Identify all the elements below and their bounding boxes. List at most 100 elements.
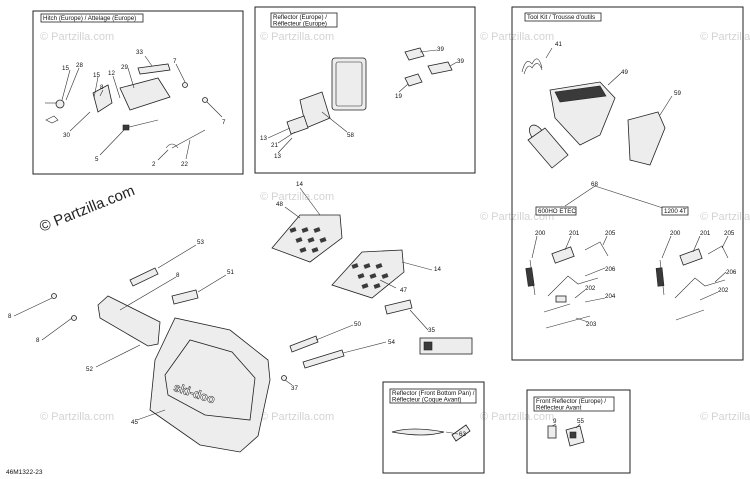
spark-plug-socket — [679, 248, 703, 266]
toolkit-callout: 205 — [724, 230, 735, 237]
footrest-plate — [331, 249, 405, 299]
toolkit-callout: 200 — [535, 230, 546, 237]
watermark-text: © Partzilla.com — [480, 211, 554, 223]
reflector-callout: 19 — [395, 93, 402, 100]
watermark-text: © Partzilla.com — [40, 411, 114, 423]
main-callout: 51 — [227, 269, 234, 276]
watermark-text: © Partzilla.com — [700, 411, 750, 423]
hitch-callout: 30 — [63, 132, 70, 139]
hitch-bracket — [92, 84, 113, 113]
reflector-plate — [331, 57, 367, 111]
reflector-panel-subtitle: Réflecteur (Europe) — [273, 21, 327, 28]
reflector-strip — [384, 299, 413, 315]
toolkit-callout: 205 — [605, 230, 616, 237]
pliers — [674, 277, 726, 299]
watermark-text: © Partzilla.com — [480, 411, 554, 423]
reflector-callout: 39 — [437, 46, 444, 53]
reflector-strip — [451, 424, 471, 442]
watermark-text: © Partzilla.com — [260, 411, 334, 423]
hex-key — [584, 241, 609, 257]
toolkit-callout: 203 — [586, 321, 597, 328]
toolkit-callout: 204 — [605, 293, 616, 300]
hitch-callout: 12 — [108, 70, 115, 77]
front-reflector-callout: 9 — [553, 418, 557, 425]
footrest-plate — [271, 214, 343, 263]
hex-key — [707, 245, 729, 259]
reflector-panel-title: Reflector (Europe) / — [273, 14, 327, 21]
front-bottom-reflector-panel: Reflector (Front Bottom Pan) / Réflecteu… — [382, 381, 485, 474]
reflector-callout: 21 — [271, 142, 278, 149]
reflector-callout: 13 — [260, 135, 267, 142]
reflector-callout: 58 — [347, 132, 354, 139]
spark-plug-socket — [551, 246, 575, 264]
main-assembly: ski-doo 14 48 14 47 53 8 5 — [8, 181, 473, 453]
toolkit-callout: 41 — [555, 41, 562, 48]
reflector-sticker — [427, 61, 453, 75]
main-callout: 47 — [400, 287, 407, 294]
toolkit-callout: 200 — [670, 230, 681, 237]
main-callout: 37 — [291, 385, 298, 392]
reflector-mount — [286, 115, 309, 135]
toolkit-callout: 206 — [605, 266, 616, 273]
main-callout: 35 — [428, 327, 435, 334]
pliers — [547, 275, 599, 297]
toolkit-panel: Tool Kit / Trousse d'outils 41 49 59 68 … — [511, 6, 744, 361]
main-callout: 54 — [388, 339, 395, 346]
hitch-panel: Hitch (Europe) / Attelage (Europe) 15 28… — [32, 10, 244, 175]
tool-bag-cover — [627, 111, 666, 166]
hitch-panel-title: Hitch (Europe) / Attelage (Europe) — [43, 15, 136, 22]
toolkit-callout: 206 — [726, 269, 737, 276]
watermark-text: © Partzilla.com — [480, 31, 554, 43]
reflector-panel: Reflector (Europe) / Réflecteur (Europe)… — [254, 6, 476, 174]
front-reflector-panel-title: Front Reflector (Europe) / — [536, 398, 606, 405]
watermark-text: © Partzilla.com — [700, 31, 750, 43]
toolkit-callout: 202 — [585, 285, 596, 292]
toolkit-strap — [521, 58, 543, 73]
wrench — [675, 309, 705, 321]
main-callout: 52 — [86, 366, 93, 373]
reflector-sticker — [404, 47, 425, 61]
bumper-bracket — [97, 295, 161, 347]
hitch-callout: 5 — [95, 156, 99, 163]
hitch-callout: 2 — [152, 161, 156, 168]
watermark-text: © Partzilla.com — [40, 31, 114, 43]
front-bottom-panel-title: Reflector (Front Bottom Pan) / — [392, 390, 475, 397]
watermark-text: © Partzilla.com — [260, 31, 334, 43]
toolkit-callout: 59 — [674, 90, 681, 97]
main-callout: 8 — [176, 272, 180, 279]
main-callout: 53 — [197, 239, 204, 246]
engine-label-1200: 1200 4T — [664, 208, 687, 215]
main-callout: 14 — [296, 181, 303, 188]
hitch-callout: 22 — [181, 161, 188, 168]
main-callout: 8 — [36, 337, 40, 344]
toolkit-panel-title: Tool Kit / Trousse d'outils — [527, 14, 595, 21]
main-callout: 50 — [354, 321, 361, 328]
watermark-text: © Partzilla.com — [700, 211, 750, 223]
reflector-callout: 13 — [274, 153, 281, 160]
main-callout: 48 — [276, 201, 283, 208]
hitch-plate — [119, 77, 171, 111]
front-bottom-callout: 63 — [459, 431, 466, 438]
reflector-sticker — [404, 73, 423, 87]
wrench — [545, 315, 591, 329]
toolkit-callout: 68 — [591, 181, 598, 188]
diagram-code: 46M1322-23 — [6, 469, 43, 476]
hitch-callout: 29 — [121, 64, 128, 71]
main-callout: 45 — [131, 419, 138, 426]
reflector-clip — [547, 425, 557, 439]
hitch-callout: 7 — [222, 119, 226, 126]
hitch-callout: 33 — [136, 49, 143, 56]
hitch-strap — [137, 63, 171, 75]
watermark-main: © Partzilla.com — [37, 182, 137, 236]
hitch-callout: 28 — [76, 62, 83, 69]
toolkit-callout: 202 — [718, 287, 729, 294]
main-callout: 8 — [8, 313, 12, 320]
reflector-callout: 39 — [457, 58, 464, 65]
reflector-strip — [289, 335, 319, 353]
main-callout: 14 — [434, 266, 441, 273]
front-reflector-panel: Front Reflector (Europe) / Réflecteur Av… — [526, 389, 631, 474]
hitch-callout: 15 — [93, 72, 100, 79]
reflector-strip — [129, 267, 159, 287]
warning-label — [419, 337, 473, 355]
